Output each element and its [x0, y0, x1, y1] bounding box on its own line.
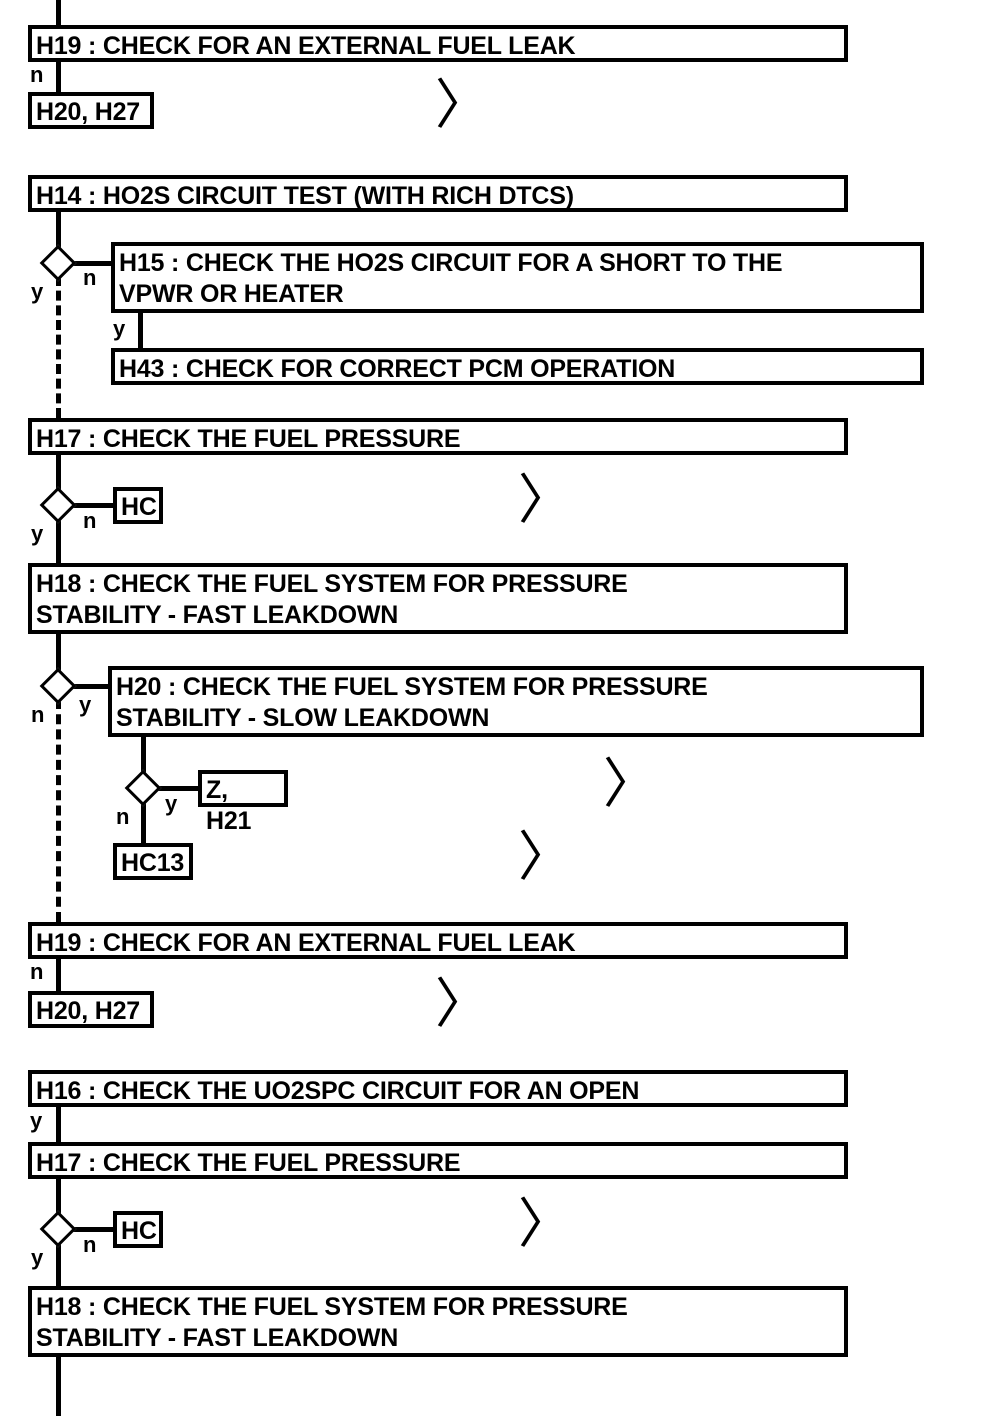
node-h14-ho2s-circuit-test[interactable]: H14 : HO2S CIRCUIT TEST (WITH RICH DTCS)	[28, 175, 848, 212]
connector-h18-to-decision3	[56, 634, 61, 676]
connector-h15-to-h43	[138, 313, 143, 350]
node-hc-terminal-1[interactable]: HC	[113, 487, 163, 524]
branch-label-y-2: y	[113, 316, 126, 341]
branch-label-n-6: n	[30, 959, 44, 984]
node-hc13-terminal[interactable]: HC13	[113, 843, 193, 880]
connector-entry-top	[56, 0, 61, 27]
connector-h19-to-h20h27-2	[56, 959, 61, 992]
node-h17-fuel-pressure-2[interactable]: H17 : CHECK THE FUEL PRESSURE	[28, 1142, 848, 1179]
connector-dashed-decision3-to-h19-2	[56, 699, 61, 922]
node-h18-fast-leakdown-2[interactable]: H18 : CHECK THE FUEL SYSTEM FOR PRESSURE…	[28, 1286, 848, 1357]
connector-decision4-to-hc13	[141, 801, 146, 845]
branch-label-n-2: n	[83, 265, 97, 290]
continuation-chevron-4: 〉	[518, 827, 572, 887]
branch-label-n-5: n	[116, 804, 130, 829]
connector-decision1-to-h15	[71, 261, 113, 266]
connector-h19-to-h20h27-1	[56, 62, 61, 92]
connector-h17-to-decision5-2	[56, 1179, 61, 1217]
connector-decision5-to-hc-2	[71, 1227, 115, 1232]
continuation-chevron-1: 〉	[435, 75, 489, 135]
branch-label-y-3: y	[31, 521, 44, 546]
decision-diamond-2[interactable]	[39, 486, 77, 524]
node-h19-external-fuel-leak-2[interactable]: H19 : CHECK FOR AN EXTERNAL FUEL LEAK	[28, 922, 848, 959]
node-h20-slow-leakdown[interactable]: H20 : CHECK THE FUEL SYSTEM FOR PRESSURE…	[108, 666, 924, 737]
connector-decision4-to-zh21	[156, 786, 200, 791]
node-h20-h27-terminal-2[interactable]: H20, H27	[28, 991, 154, 1028]
decision-diamond-3[interactable]	[39, 667, 77, 705]
node-h19-external-fuel-leak-1[interactable]: H19 : CHECK FOR AN EXTERNAL FUEL LEAK	[28, 25, 848, 62]
node-h43-pcm-operation[interactable]: H43 : CHECK FOR CORRECT PCM OPERATION	[111, 348, 924, 385]
decision-diamond-5[interactable]	[39, 1210, 77, 1248]
branch-label-y-1: y	[31, 279, 44, 304]
node-h15-ho2s-short-vpwr-heater[interactable]: H15 : CHECK THE HO2S CIRCUIT FOR A SHORT…	[111, 242, 924, 313]
branch-label-n-4: n	[31, 702, 45, 727]
connector-decision2-to-h18-1	[56, 518, 61, 565]
continuation-chevron-5: 〉	[435, 974, 489, 1034]
branch-label-y-4: y	[79, 692, 92, 717]
node-h20-h27-terminal-1[interactable]: H20, H27	[28, 92, 154, 129]
connector-decision3-to-h20	[71, 684, 113, 689]
branch-label-y-6: y	[30, 1108, 43, 1133]
branch-label-n-3: n	[83, 508, 97, 533]
branch-label-y-7: y	[31, 1245, 44, 1270]
connector-dashed-decision1-to-h17	[56, 276, 61, 418]
continuation-chevron-3: 〉	[603, 754, 657, 814]
connector-h16-to-h17-2	[56, 1107, 61, 1144]
connector-h14-to-decision-1	[56, 212, 61, 252]
node-h18-fast-leakdown-1[interactable]: H18 : CHECK THE FUEL SYSTEM FOR PRESSURE…	[28, 563, 848, 634]
node-h16-uo2spc-circuit-open[interactable]: H16 : CHECK THE UO2SPC CIRCUIT FOR AN OP…	[28, 1070, 848, 1107]
connector-h20-to-decision4	[141, 737, 146, 777]
decision-diamond-4[interactable]	[124, 769, 162, 807]
node-z-h21-terminal[interactable]: Z, H21	[198, 770, 288, 835]
connector-decision2-to-hc-1	[71, 503, 115, 508]
connector-decision5-to-h18-2	[56, 1242, 61, 1289]
connector-h17-to-decision2-1	[56, 455, 61, 493]
decision-diamond-1[interactable]	[39, 244, 77, 282]
continuation-chevron-6: 〉	[518, 1194, 572, 1254]
continuation-chevron-2: 〉	[518, 470, 572, 530]
node-h17-fuel-pressure-1[interactable]: H17 : CHECK THE FUEL PRESSURE	[28, 418, 848, 455]
branch-label-n-7: n	[83, 1232, 97, 1257]
connector-h18-to-bottom	[56, 1357, 61, 1416]
node-hc-terminal-2[interactable]: HC	[113, 1211, 163, 1248]
branch-label-y-5: y	[165, 791, 178, 816]
branch-label-n-1: n	[30, 62, 44, 87]
